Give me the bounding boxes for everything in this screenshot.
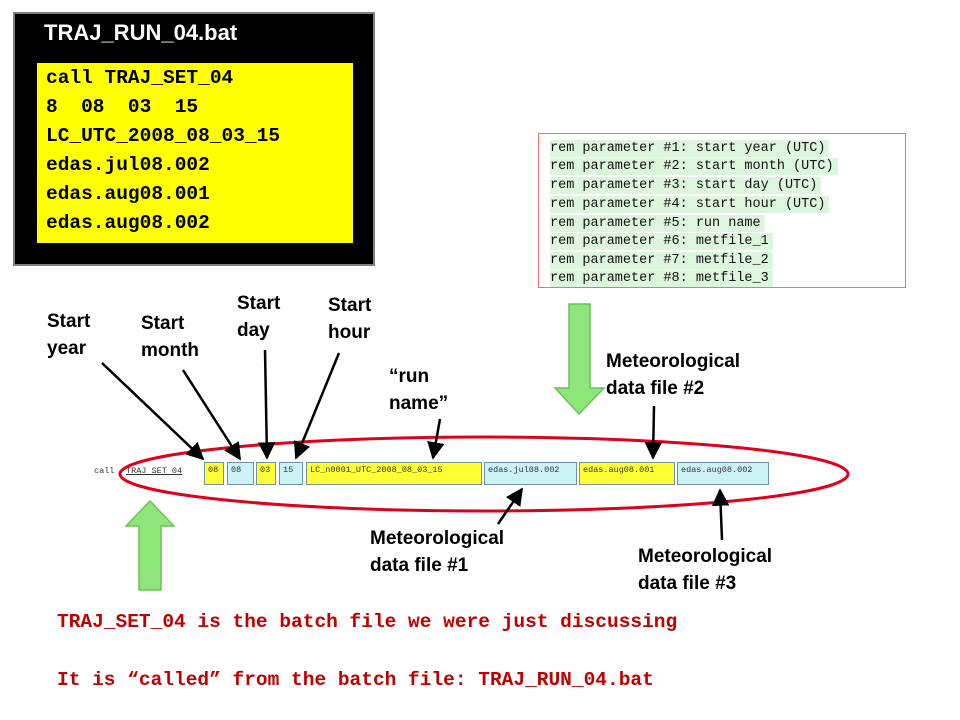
command-call-keyword: call [94, 466, 115, 476]
rem-line: rem parameter #1: start year (UTC) [550, 140, 830, 157]
arrow-start-year [101, 362, 205, 461]
label-start-year: Start year [47, 311, 91, 359]
batch-file-title: TRAJ_RUN_04.bat [44, 20, 238, 45]
field-start-month: 08 [227, 462, 254, 485]
field-run-name: LC_n0001_UTC_2008_08_03_15 [306, 462, 482, 485]
arrow-met-file-3 [711, 488, 730, 541]
label-start-day: Start day [237, 293, 281, 341]
batch-line-run-name: LC_UTC_2008_08_03_15 [46, 125, 281, 147]
rem-line: rem parameter #6: metfile_1 [550, 233, 773, 250]
label-met-file-2: Meteorological data file #2 [606, 351, 741, 399]
parameter-remarks-panel: rem parameter #1: start year (UTC) rem p… [538, 133, 906, 288]
arrow-start-hour [293, 352, 341, 460]
arrow-start-month [181, 369, 242, 461]
green-arrow-down [553, 303, 606, 416]
label-met-file-1: Meteorological data file #1 [370, 528, 505, 576]
rem-line: rem parameter #4: start hour (UTC) [550, 196, 830, 213]
field-met-file-2: edas.aug08.001 [579, 462, 675, 485]
arrow-run-name [427, 418, 445, 460]
field-met-file-1: edas.jul08.002 [484, 462, 577, 485]
batch-line-call: call TRAJ_SET_04 [46, 67, 234, 89]
batch-file-code-block: call TRAJ_SET_04 8 08 03 15 LC_UTC_2008_… [37, 63, 353, 243]
green-arrow-up [124, 499, 176, 591]
arrow-met-file-2 [644, 405, 663, 460]
field-met-file-3: edas.aug08.002 [677, 462, 769, 485]
rem-line: rem parameter #2: start month (UTC) [550, 158, 838, 175]
label-start-month: Start month [141, 313, 200, 361]
label-start-hour: Start hour [328, 295, 372, 343]
label-run-name: “run name” [389, 366, 449, 414]
label-met-file-3: Meteorological data file #3 [638, 546, 773, 594]
field-start-year: 08 [204, 462, 224, 485]
caption-batch-file: TRAJ_SET_04 is the batch file we were ju… [57, 611, 678, 633]
arrow-met-file-1 [496, 487, 524, 525]
arrow-start-day [257, 349, 276, 460]
batch-line-metfile-1: edas.jul08.002 [46, 154, 210, 176]
highlight-oval [118, 435, 850, 513]
field-start-day: 03 [256, 462, 276, 485]
batch-line-metfile-2: edas.aug08.001 [46, 183, 210, 205]
rem-line: rem parameter #5: run name [550, 215, 765, 232]
field-start-hour: 15 [279, 462, 303, 485]
command-set-name: TRAJ SET 04 [126, 466, 183, 476]
rem-line: rem parameter #3: start day (UTC) [550, 177, 822, 194]
rem-line: rem parameter #8: metfile_3 [550, 270, 773, 287]
rem-line: rem parameter #7: metfile_2 [550, 252, 773, 269]
caption-called-from: It is “called” from the batch file: TRAJ… [57, 669, 654, 691]
batch-line-metfile-3: edas.aug08.002 [46, 212, 210, 234]
batch-line-date: 8 08 03 15 [46, 96, 199, 118]
